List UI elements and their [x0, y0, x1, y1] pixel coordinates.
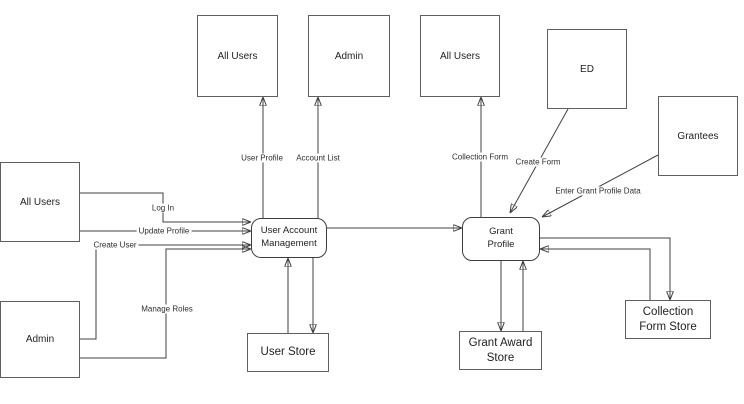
entity-label: Admin: [25, 334, 55, 345]
store-collection-form-store: Collection Form Store: [625, 300, 711, 339]
store-label: User Store: [260, 346, 316, 359]
entity-admin-left: Admin: [0, 301, 80, 378]
entity-all-users-top-right: All Users: [420, 15, 500, 97]
entity-label: All Users: [217, 50, 258, 62]
entity-label: All Users: [19, 196, 60, 208]
flow-label-user-profile: User Profile: [239, 153, 285, 163]
flow-enter-grant-profile-data-arrow: [542, 154, 659, 217]
flow-label-enter-grant-profile-data: Enter Grant Profile Data: [553, 186, 643, 196]
flow-grant-profile-to-collection-form-store-arrow: [540, 237, 670, 300]
store-grant-award-store: Grant Award Store: [459, 331, 542, 370]
entity-label: Admin: [334, 50, 364, 62]
entity-label: All Users: [439, 50, 480, 62]
entity-all-users-top: All Users: [197, 15, 278, 97]
flow-label-manage-roles: Manage Roles: [139, 304, 195, 314]
entity-label: ED: [580, 63, 594, 75]
store-user-store: User Store: [247, 333, 329, 372]
entity-label: Grantees: [677, 130, 719, 142]
process-grant-profile: Grant Profile: [462, 217, 540, 261]
flow-label-collection-form: Collection Form: [449, 152, 511, 162]
entity-ed: ED: [547, 29, 627, 109]
flow-create-user-arrow: [80, 245, 251, 340]
store-label: Collection Form Store: [639, 305, 697, 333]
entity-all-users-left: All Users: [0, 162, 80, 242]
flow-label-account-list: Account List: [294, 153, 342, 163]
process-label: User Account Management: [260, 225, 318, 249]
process-user-account-management: User Account Management: [251, 218, 327, 258]
flow-label-create-user: Create User: [91, 240, 139, 250]
entity-admin-top: Admin: [308, 15, 390, 97]
store-label: Grant Award Store: [468, 336, 533, 364]
flow-label-create-form: Create Form: [513, 157, 563, 167]
flow-collection-form-store-to-grant-profile-arrow: [540, 249, 651, 300]
entity-grantees: Grantees: [658, 96, 738, 176]
flow-label-update-profile: Update Profile: [136, 226, 192, 236]
flow-manage-roles-arrow: [80, 249, 251, 359]
process-label: Grant Profile: [487, 226, 515, 250]
flow-label-log-in: Log In: [149, 203, 177, 213]
